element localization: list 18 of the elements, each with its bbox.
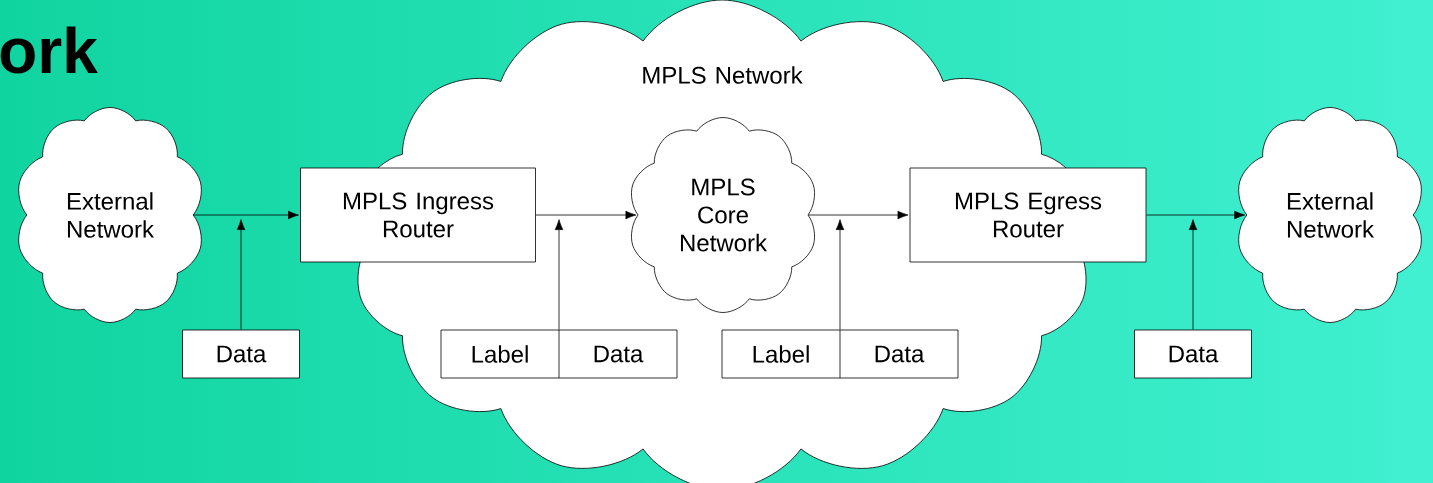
arrow: [236, 219, 246, 330]
arrow: [1146, 210, 1246, 220]
packet-box: Data: [182, 329, 300, 379]
router-box: MPLS Egress Router: [909, 167, 1147, 263]
packet-box: Label Data: [721, 329, 959, 379]
network-cloud: External Network: [18, 107, 202, 323]
arrow: [808, 210, 909, 220]
packet-box: Label Data: [440, 329, 678, 379]
network-cloud: MPLS Core Network: [631, 117, 815, 313]
arrow: [193, 210, 299, 220]
arrow: [835, 219, 845, 330]
arrow: [1188, 219, 1198, 330]
router-box: MPLS Ingress Router: [300, 167, 536, 263]
arrow: [554, 219, 564, 330]
arrow: [535, 210, 637, 220]
title: ork: [0, 26, 98, 74]
network-cloud: External Network: [1238, 107, 1422, 323]
packet-box: Data: [1134, 329, 1252, 379]
